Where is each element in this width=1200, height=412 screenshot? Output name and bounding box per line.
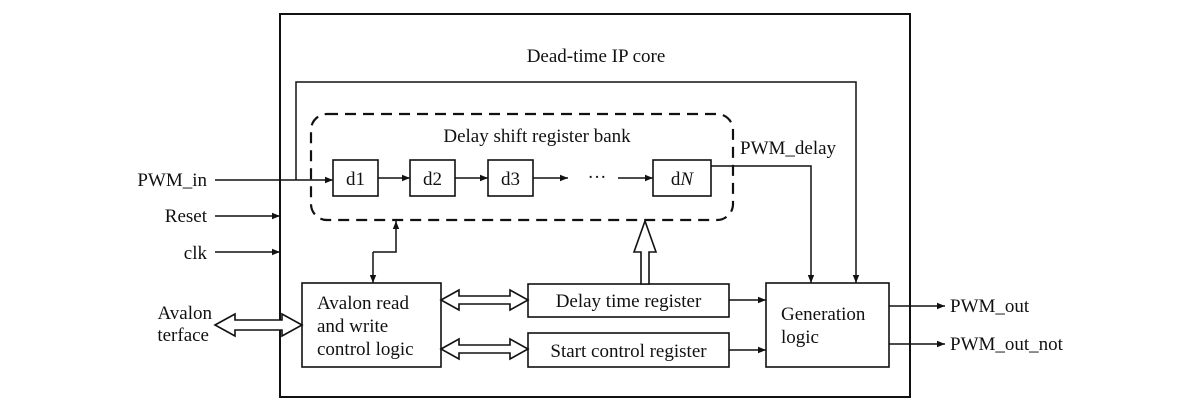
pwm-in-bypass-wire xyxy=(295,81,860,283)
reset-label: Reset xyxy=(165,206,208,227)
register-dn-prefix: d xyxy=(671,169,681,190)
clk-to-bank-wire xyxy=(373,221,400,253)
register-d2-label: d2 xyxy=(423,169,442,190)
generation-logic-block xyxy=(765,282,890,368)
register-d1-label: d1 xyxy=(346,169,365,190)
generation-logic-line1: Generation xyxy=(781,304,866,325)
register-d3-label: d3 xyxy=(501,169,520,190)
pwm-delay-label: PWM_delay xyxy=(740,138,837,159)
delay-bank-title: Delay shift register bank xyxy=(443,126,631,147)
start-control-register-block xyxy=(527,332,730,368)
clk-label: clk xyxy=(184,243,208,264)
pwm-delay-wire xyxy=(711,165,815,283)
avalon-logic-line2: and write xyxy=(317,316,388,337)
avalon-to-start-control-bus-arrow xyxy=(439,337,530,361)
avalon-label-line1: Avalon xyxy=(157,303,212,324)
delay-shift-register-bank xyxy=(309,112,735,222)
pwm-out-not-label: PWM_out_not xyxy=(950,334,1064,355)
register-dn-n: N xyxy=(679,169,694,190)
avalon-logic-line3: control logic xyxy=(317,339,414,360)
avalon-logic-line1: Avalon read xyxy=(317,293,409,314)
start-control-register-label: Start control register xyxy=(550,341,707,362)
delay-time-register-label: Delay time register xyxy=(556,291,702,312)
ip-core-boundary xyxy=(279,13,911,398)
ip-core-title: Dead-time IP core xyxy=(527,46,666,67)
register-ellipsis: ··· xyxy=(588,167,607,188)
pwm-in-label: PWM_in xyxy=(137,170,207,191)
avalon-to-delay-time-bus-arrow xyxy=(439,288,530,312)
delay-time-to-bank-bus-arrow xyxy=(632,218,658,285)
generation-logic-line2: logic xyxy=(781,327,819,348)
pwm-out-label: PWM_out xyxy=(950,296,1030,317)
register-dn-label: dN xyxy=(671,169,695,190)
avalon-label-line2: terface xyxy=(157,325,209,346)
avalon-interface-bus-arrow xyxy=(213,312,304,338)
